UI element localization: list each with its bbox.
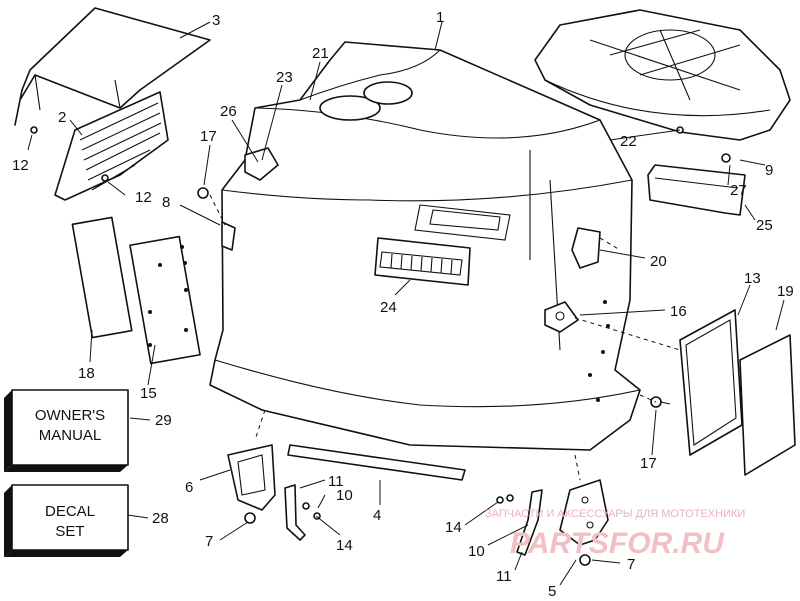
callout-8: 8 — [162, 194, 170, 211]
seal-pad-18 — [71, 216, 133, 339]
callout-7a: 7 — [205, 533, 213, 550]
leader-lines — [27, 21, 785, 586]
decal-line-2: SET — [55, 523, 84, 540]
bracket-11b — [516, 489, 543, 556]
callout-14b: 14 — [445, 519, 462, 536]
callout-17b: 17 — [640, 455, 657, 472]
callout-28: 28 — [152, 510, 169, 527]
extension-lines — [209, 194, 681, 481]
bracket-6 — [227, 444, 276, 511]
callout-22: 22 — [620, 133, 637, 150]
fasteners — [30, 126, 731, 566]
callout-17a: 17 — [200, 128, 217, 145]
watermark: ЗАПЧАСТИ И АКСЕССУАРЫ ДЛЯ МОТОТЕХНИКИ PA… — [485, 508, 745, 560]
callout-10a: 10 — [336, 487, 353, 504]
latch-20 — [571, 227, 601, 269]
rear-vent — [647, 164, 746, 216]
callout-5: 5 — [548, 583, 556, 600]
callout-19: 19 — [777, 283, 794, 300]
decal-line-1: DECAL — [45, 503, 95, 520]
callout-24: 24 — [380, 299, 397, 316]
bracket-5 — [559, 479, 609, 546]
callout-25: 25 — [756, 217, 773, 234]
plate-15 — [129, 235, 201, 365]
callout-14a: 14 — [336, 537, 353, 554]
callout-6: 6 — [185, 479, 193, 496]
callout-29: 29 — [155, 412, 172, 429]
callout-11b: 11 — [496, 568, 512, 585]
callout-12b: 12 — [135, 189, 152, 206]
callout-labels: 1 3 2 12 12 21 23 26 17 8 22 9 27 25 20 … — [12, 9, 794, 600]
bracket-11a — [284, 484, 306, 541]
callout-4: 4 — [373, 507, 381, 524]
latch-8 — [221, 221, 236, 251]
callout-12a: 12 — [12, 157, 29, 174]
decal-set-box: DECAL SET — [4, 484, 129, 557]
watermark-tagline: ЗАПЧАСТИ И АКСЕССУАРЫ ДЛЯ МОТОТЕХНИКИ — [485, 508, 745, 520]
knob-26 — [244, 147, 279, 181]
callout-9: 9 — [765, 162, 773, 179]
seal-strip — [287, 444, 466, 481]
callout-18: 18 — [78, 365, 95, 382]
knob-16 — [544, 301, 579, 333]
side-grille — [54, 91, 169, 201]
manual-line-2: MANUAL — [39, 427, 102, 444]
callout-3: 3 — [212, 12, 220, 29]
callout-21: 21 — [312, 45, 329, 62]
callout-16: 16 — [670, 303, 687, 320]
manual-line-1: OWNER'S — [35, 407, 105, 424]
callout-26: 26 — [220, 103, 237, 120]
callout-13: 13 — [744, 270, 761, 287]
callout-11a: 11 — [328, 473, 344, 490]
callout-10b: 10 — [468, 543, 485, 560]
callout-27: 27 — [730, 182, 747, 199]
seal-pad-19 — [739, 334, 796, 476]
lower-cover — [534, 9, 791, 141]
callout-20: 20 — [650, 253, 667, 270]
owners-manual-box: OWNER'S MANUAL — [4, 389, 129, 472]
plate-13 — [679, 309, 743, 456]
callout-2: 2 — [58, 109, 66, 126]
callout-23: 23 — [276, 69, 293, 86]
front-vent — [374, 237, 471, 286]
callout-15: 15 — [140, 385, 157, 402]
callout-1: 1 — [436, 9, 444, 26]
top-cap — [14, 7, 211, 126]
watermark-logo: PARTSFOR.RU — [510, 527, 725, 560]
callout-7b: 7 — [627, 556, 635, 573]
